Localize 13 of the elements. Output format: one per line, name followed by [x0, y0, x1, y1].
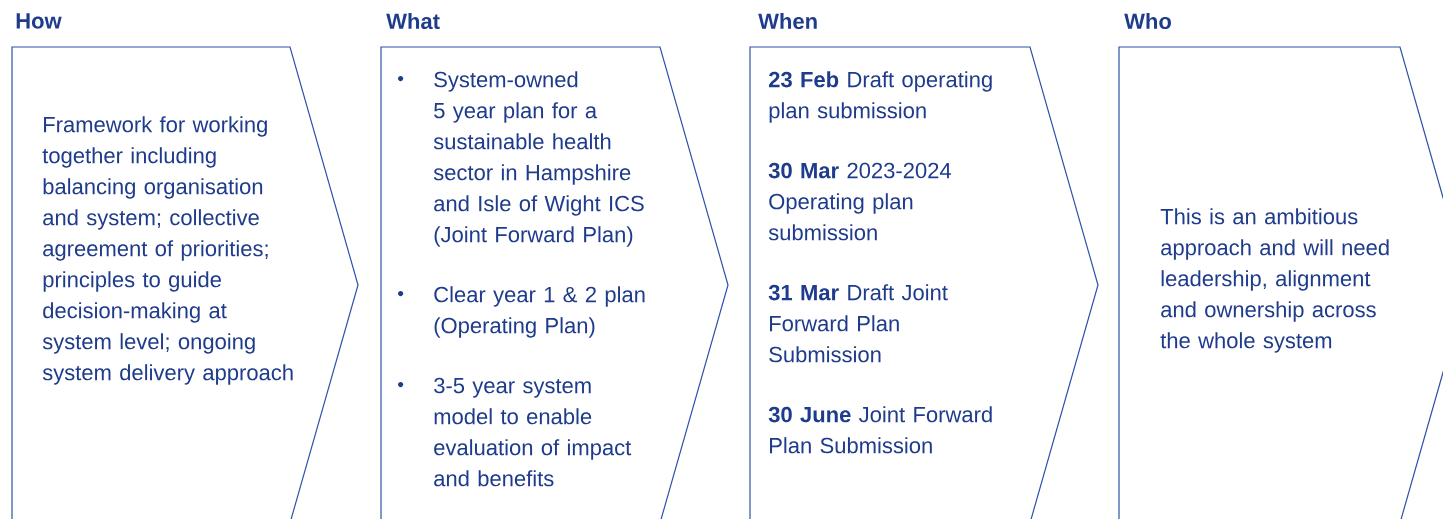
body-text: 30 June Joint Forward Plan Submission: [768, 406, 992, 454]
body-text: 30 Mar 2023-2024 Operating plan submission: [768, 162, 951, 241]
bullet-item: System-owned 5 year plan for a sustainable health sector in Hampshire and Isle of Wight ICS (Joint Forward Plan): [433, 71, 644, 247]
bullet-item: 3-5 year system model to enable evaluation of impact and benefits: [434, 377, 632, 487]
body-text: Framework for working together including balancing organisation and system; collective agreement of priorities; principles to guide decision-making at system level; ongoing system delivery approach: [42, 116, 293, 385]
body-text: 31 Mar Draft Joint Forward Plan Submission: [768, 284, 948, 363]
column-heading: Who: [1124, 12, 1171, 30]
bullet-item: Clear year 1 & 2 plan (Operating Plan): [434, 286, 645, 338]
body-text: 23 Feb Draft operating plan submission: [769, 71, 992, 123]
body-text: This is an ambitious approach and will need leadership, alignment and ownership across the whole system: [1160, 208, 1389, 353]
column-heading: How: [16, 13, 62, 29]
column-heading: When: [758, 12, 817, 30]
column-heading: What: [386, 12, 440, 30]
